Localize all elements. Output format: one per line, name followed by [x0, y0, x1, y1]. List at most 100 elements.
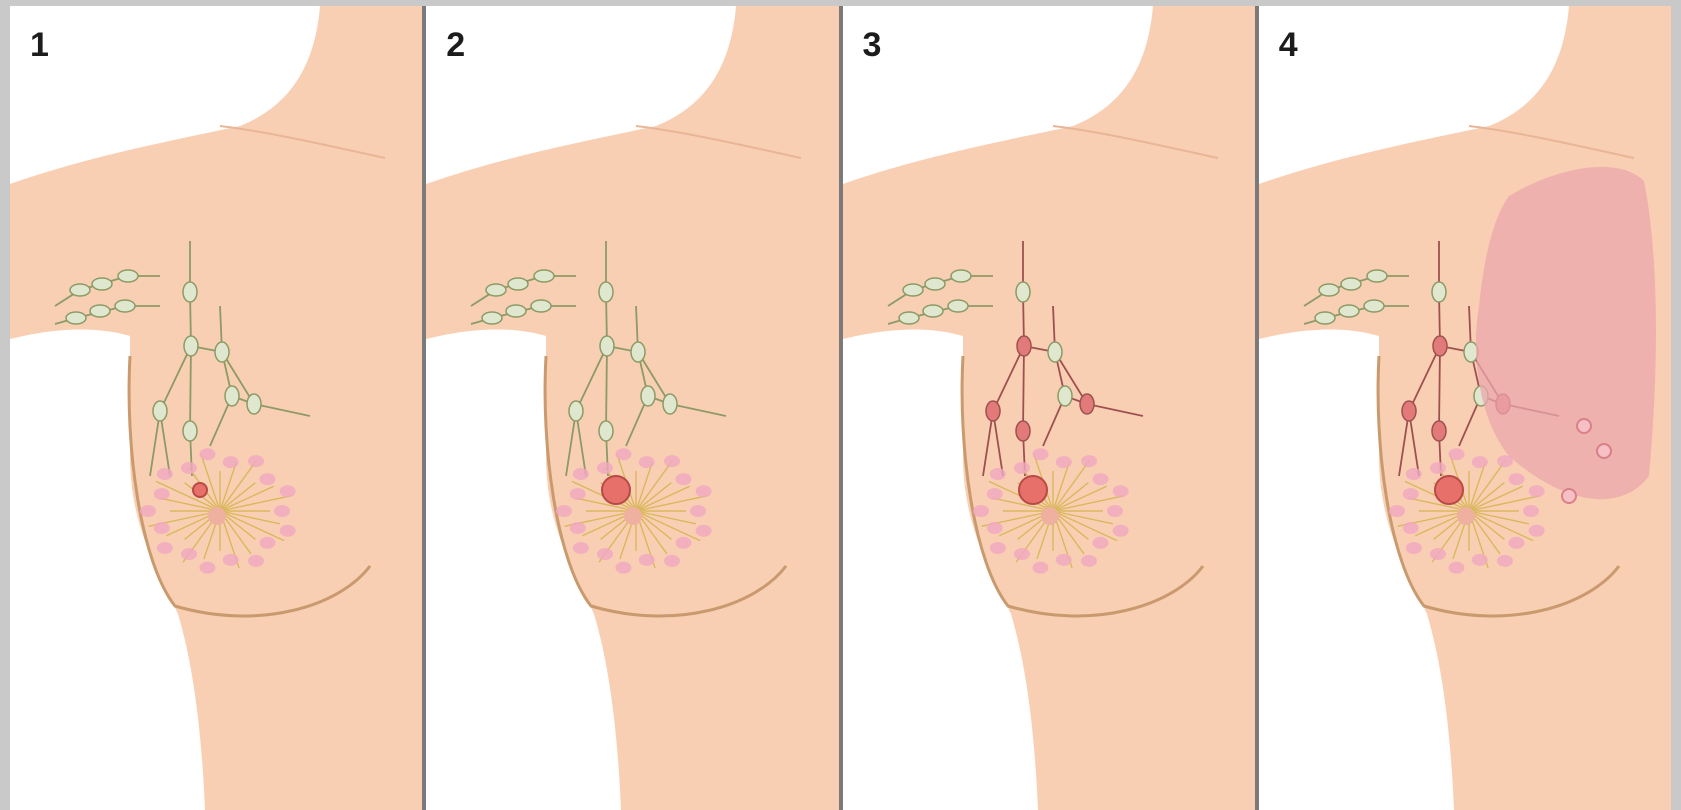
stage-panel-1: 1	[10, 6, 422, 810]
body-silhouette	[10, 6, 422, 810]
lobule	[223, 554, 239, 566]
lymph-node	[641, 386, 655, 406]
lobule	[1430, 548, 1446, 560]
lobule	[259, 537, 275, 549]
lobule	[696, 525, 712, 537]
lobule	[973, 505, 989, 517]
lobule	[157, 542, 173, 554]
lobule	[676, 473, 692, 485]
axillary-lymph-node	[508, 278, 528, 290]
lobule	[1055, 554, 1071, 566]
lobule	[1081, 555, 1097, 567]
lymph-node	[153, 401, 167, 421]
stage-number-1: 1	[30, 26, 49, 65]
lobule	[280, 525, 296, 537]
lymph-node	[1432, 282, 1446, 302]
lobule	[1112, 525, 1128, 537]
lymph-node	[569, 401, 583, 421]
stage-3-illustration	[843, 6, 1255, 810]
lobule	[616, 448, 632, 460]
nipple-areola	[1041, 507, 1059, 525]
stage-panel-3: 3	[839, 6, 1255, 810]
lymph-node	[183, 282, 197, 302]
axillary-lymph-node	[1319, 284, 1339, 296]
lobule	[140, 505, 156, 517]
lobule	[989, 468, 1005, 480]
lobule	[259, 473, 275, 485]
lobule	[1472, 554, 1488, 566]
lobule	[1032, 562, 1048, 574]
lobule	[570, 488, 586, 500]
lobule	[986, 522, 1002, 534]
lobule	[1402, 488, 1418, 500]
lymph-node	[631, 342, 645, 362]
affected-lymph-node	[986, 401, 1000, 421]
tumor	[1435, 476, 1463, 504]
lobule	[1472, 456, 1488, 468]
stage-number-2: 2	[446, 26, 465, 65]
tumor	[602, 476, 630, 504]
lymph-vessel	[1439, 346, 1440, 431]
axillary-lymph-node	[1315, 312, 1335, 324]
lobule	[616, 562, 632, 574]
lobule	[639, 456, 655, 468]
stage-number-3: 3	[863, 26, 882, 65]
affected-lymph-node	[1080, 394, 1094, 414]
axillary-lymph-node	[951, 270, 971, 282]
lymph-vessel	[1023, 346, 1024, 431]
skin-nodule	[1577, 419, 1591, 433]
lobule	[989, 542, 1005, 554]
lobule	[573, 468, 589, 480]
lobule	[199, 448, 215, 460]
axillary-lymph-node	[90, 305, 110, 317]
lobule	[1448, 562, 1464, 574]
lobule	[181, 548, 197, 560]
lymph-vessel	[606, 346, 607, 431]
axillary-lymph-node	[115, 300, 135, 312]
lymph-node	[183, 421, 197, 441]
affected-lymph-node	[1017, 336, 1031, 356]
lobule	[1081, 455, 1097, 467]
axillary-lymph-node	[925, 278, 945, 290]
tumor	[1019, 476, 1047, 504]
axillary-lymph-node	[531, 300, 551, 312]
lobule	[154, 488, 170, 500]
lymph-node	[184, 336, 198, 356]
lobule	[1092, 473, 1108, 485]
affected-lymph-node	[1402, 401, 1416, 421]
lymph-node	[247, 394, 261, 414]
lobule	[1107, 505, 1123, 517]
axillary-lymph-node	[66, 312, 86, 324]
affected-lymph-node	[1432, 421, 1446, 441]
lobule	[1014, 548, 1030, 560]
axillary-lymph-node	[1341, 278, 1361, 290]
axillary-lymph-node	[482, 312, 502, 324]
axillary-lymph-node	[1339, 305, 1359, 317]
lobule	[154, 522, 170, 534]
lobule	[556, 505, 572, 517]
axillary-lymph-node	[903, 284, 923, 296]
lymph-vessel	[190, 346, 191, 431]
lobule	[1402, 522, 1418, 534]
lobule	[1508, 537, 1524, 549]
lymph-node	[1058, 386, 1072, 406]
lobule	[570, 522, 586, 534]
lobule	[274, 505, 290, 517]
lobule	[1032, 448, 1048, 460]
lymph-node	[599, 282, 613, 302]
lobule	[1497, 555, 1513, 567]
lobule	[597, 548, 613, 560]
lobule	[1523, 505, 1539, 517]
lobule	[664, 455, 680, 467]
stage-panel-4: 4	[1255, 6, 1671, 810]
lobule	[1406, 542, 1422, 554]
lobule	[1112, 485, 1128, 497]
body-silhouette	[426, 6, 838, 810]
skin-nodule	[1562, 489, 1576, 503]
lymph-node	[663, 394, 677, 414]
lobule	[181, 462, 197, 474]
nipple-areola	[1457, 507, 1475, 525]
breast-cancer-stages-figure: 1 2 3 4	[10, 6, 1671, 810]
lobule	[248, 555, 264, 567]
lobule	[248, 455, 264, 467]
